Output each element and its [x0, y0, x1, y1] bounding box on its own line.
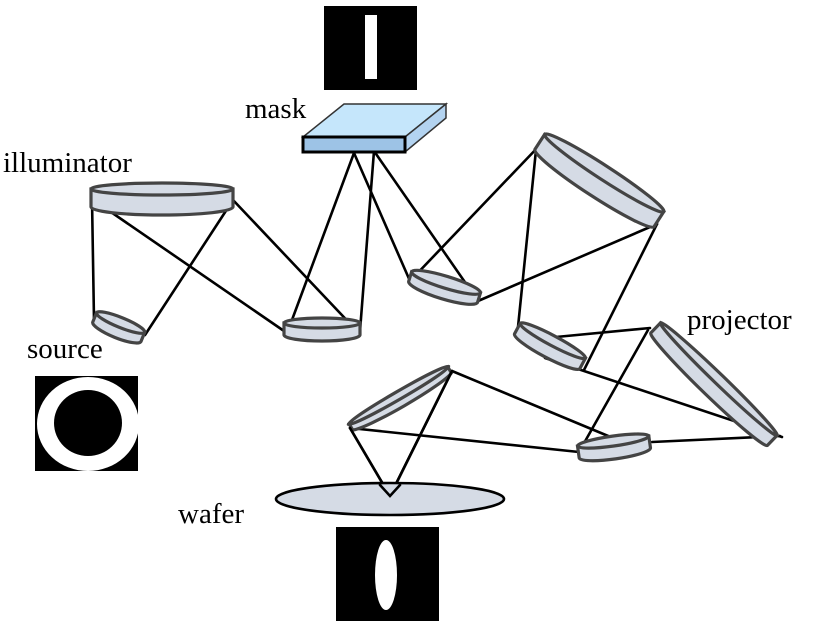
source-pattern-image: [35, 376, 139, 471]
ray: [372, 149, 480, 303]
ray: [352, 151, 412, 283]
projector-mirror-3: [512, 321, 588, 372]
ray: [348, 426, 581, 454]
projector-mirror-2: [533, 132, 667, 229]
ray: [577, 328, 650, 454]
ray: [516, 148, 538, 329]
projector-mirror-1: [407, 268, 483, 306]
source-label: source: [27, 333, 103, 365]
ray: [287, 151, 356, 330]
wafer-label: wafer: [178, 498, 244, 530]
ray: [231, 198, 359, 333]
relay-lens: [282, 316, 362, 343]
projector-mirror-4: [575, 432, 653, 463]
ray: [90, 197, 96, 322]
ray: [90, 197, 286, 333]
ray: [408, 143, 542, 283]
projector-lens: [649, 320, 780, 448]
source-lens: [91, 310, 147, 345]
wafer-disc: [274, 481, 506, 517]
mask-label: mask: [245, 93, 307, 125]
projector-label: projector: [687, 304, 792, 336]
ray: [450, 369, 615, 440]
ray: [388, 369, 454, 498]
illuminator-label: illuminator: [3, 147, 132, 179]
ray: [143, 198, 235, 337]
mask-pattern-image: [324, 6, 417, 90]
ray: [554, 326, 652, 339]
final-lens: [346, 364, 454, 432]
ray: [582, 222, 659, 372]
wafer-pattern-image: [336, 527, 439, 621]
illuminator-lens: [89, 181, 235, 217]
ray: [358, 149, 376, 333]
ray: [476, 222, 659, 303]
mask-plate: [300, 102, 449, 154]
